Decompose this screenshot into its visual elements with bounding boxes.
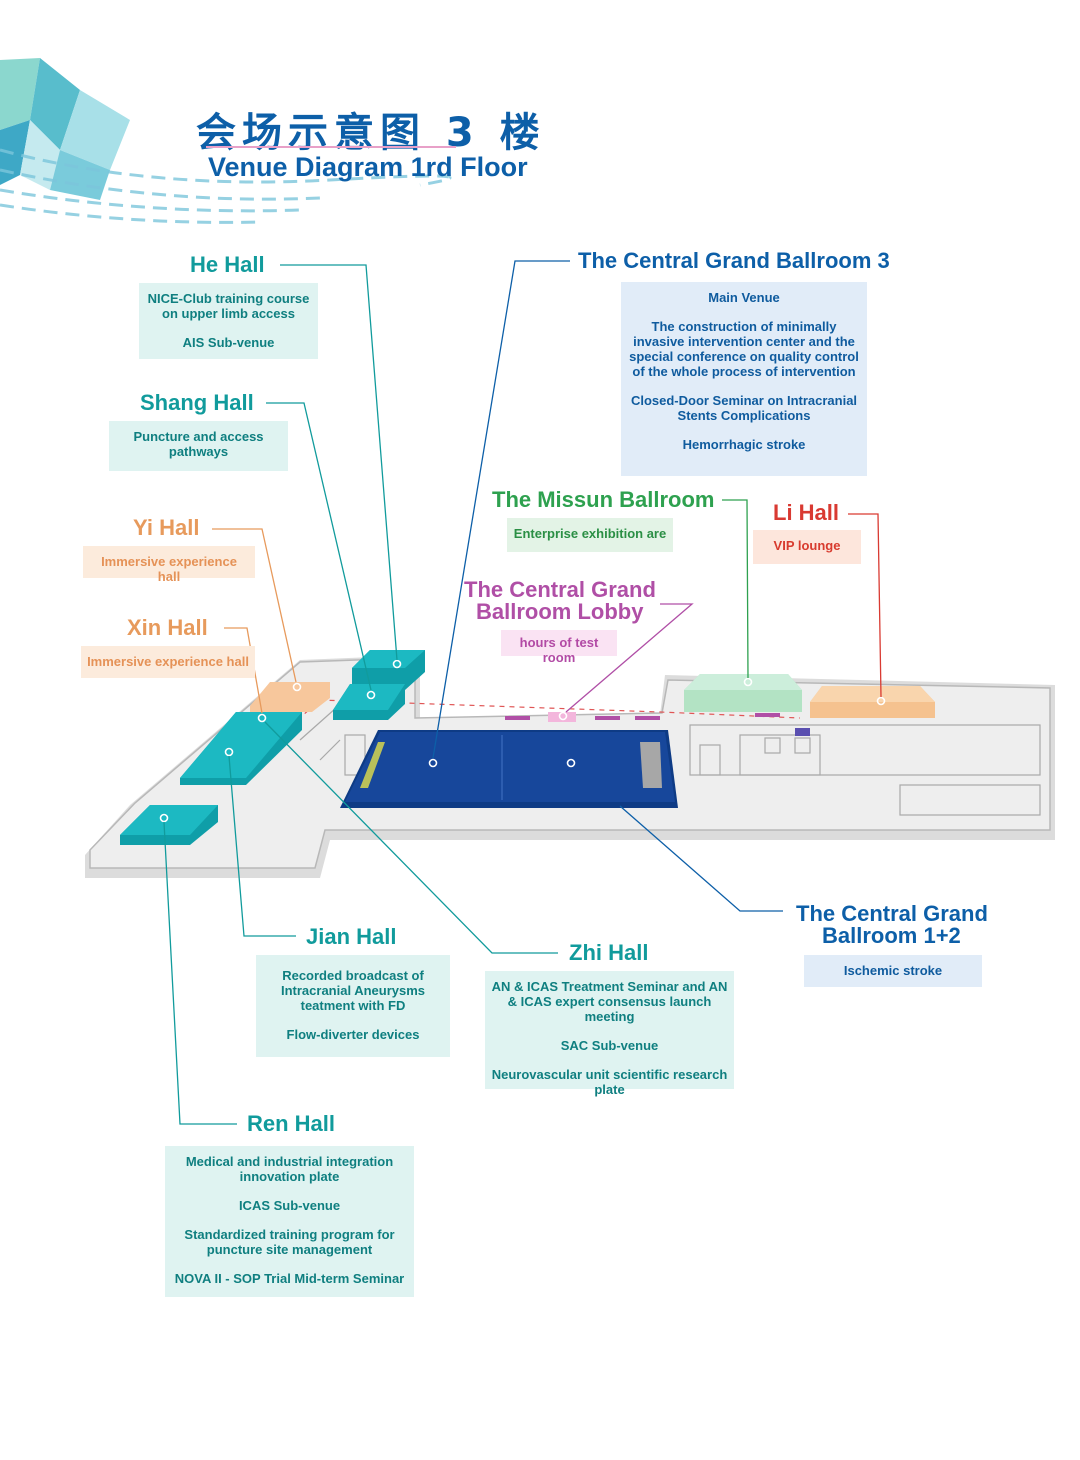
missun-ballroom-info: Enterprise exhibition are (507, 518, 673, 552)
cgb12-title-line2: Ballroom 1+2 (822, 923, 961, 948)
page-title-en: Venue Diagram 1rd Floor (208, 152, 528, 182)
lobby-title-line2: Ballroom Lobby (476, 599, 644, 624)
li-hall-title: Li Hall (773, 500, 840, 525)
he-hall-info: NICE-Club training course on upper limb … (139, 283, 318, 359)
lobby-title-line1: The Central Grand (464, 577, 656, 602)
yi-hall-info: Immersive experience hall (83, 546, 255, 584)
zhi-hall-title: Zhi Hall (569, 940, 649, 965)
ren-hall-item: ICAS Sub-venue (238, 1198, 341, 1213)
cgb12-title-line1: The Central Grand (796, 901, 988, 926)
lobby-pink-block (548, 712, 576, 722)
zhi-hall-item: Neurovascular unit scientific research p… (491, 1067, 728, 1097)
xin-hall-title: Xin Hall (127, 615, 208, 640)
yi-hall-item: Immersive experience hall (101, 554, 237, 584)
central-grand-ballroom (345, 732, 675, 802)
xin-hall-item: Immersive experience hall (87, 654, 249, 669)
cgb12-info: Ischemic stroke (804, 955, 982, 987)
he-hall-item: NICE-Club training course on upper limb … (147, 291, 310, 321)
jian-hall-title: Jian Hall (306, 924, 397, 949)
xin-hall-info: Immersive experience hall (81, 646, 255, 678)
missun-ballroom-title: The Missun Ballroom (492, 487, 715, 512)
he-hall-item: AIS Sub-venue (182, 335, 275, 350)
cgb3-info: Main Venue The construction of minimally… (621, 282, 867, 476)
shang-hall-item: Puncture and access pathways (133, 429, 264, 459)
cgb12-item: Ischemic stroke (843, 963, 943, 978)
ren-hall-item: Medical and industrial integration innov… (185, 1154, 394, 1184)
cgb3-item: Hemorrhagic stroke (682, 437, 806, 452)
zhi-hall-item: SAC Sub-venue (560, 1038, 659, 1053)
lobby-info: hours of test room (501, 630, 617, 665)
title-underline (206, 146, 456, 148)
ren-hall-info: Medical and industrial integration innov… (165, 1146, 414, 1297)
cgb3-item: Closed-Door Seminar on Intracranial Sten… (630, 393, 858, 423)
he-hall-title: He Hall (190, 252, 265, 277)
lobby-item: hours of test room (519, 635, 599, 665)
room-outlines (299, 699, 1041, 816)
zhi-hall-item: AN & ICAS Treatment Seminar and AN & ICA… (491, 979, 728, 1024)
shang-hall-info: Puncture and access pathways (109, 421, 288, 471)
li-hall-item: VIP lounge (773, 538, 841, 553)
li-hall-info: VIP lounge (753, 530, 861, 564)
shang-hall-title: Shang Hall (140, 390, 254, 415)
cgb3-item: The construction of minimally invasive i… (629, 319, 859, 379)
small-blue-square (795, 728, 810, 736)
jian-hall-item: Recorded broadcast of Intracranial Aneur… (280, 968, 426, 1013)
yi-hall-title: Yi Hall (133, 515, 200, 540)
cgb3-title: The Central Grand Ballroom 3 (578, 248, 890, 273)
leader-lines (163, 260, 882, 1125)
jian-hall-item: Flow-diverter devices (286, 1027, 420, 1042)
ren-hall-item: NOVA II - SOP Trial Mid-term Seminar (174, 1271, 405, 1286)
yi-xin-hall-block (250, 682, 330, 712)
page-title-cn: 会场示意图 3 楼 (196, 110, 546, 156)
location-dots (159, 659, 886, 823)
zhi-hall-info: AN & ICAS Treatment Seminar and AN & ICA… (485, 971, 734, 1097)
missun-ballroom-item: Enterprise exhibition are (513, 526, 667, 541)
ren-hall-title: Ren Hall (247, 1111, 336, 1136)
jian-hall-info: Recorded broadcast of Intracranial Aneur… (256, 955, 450, 1057)
cgb3-item: Main Venue (708, 290, 780, 305)
lobby-markers (505, 713, 780, 720)
ren-hall-item: Standardized training program for punctu… (184, 1227, 395, 1257)
